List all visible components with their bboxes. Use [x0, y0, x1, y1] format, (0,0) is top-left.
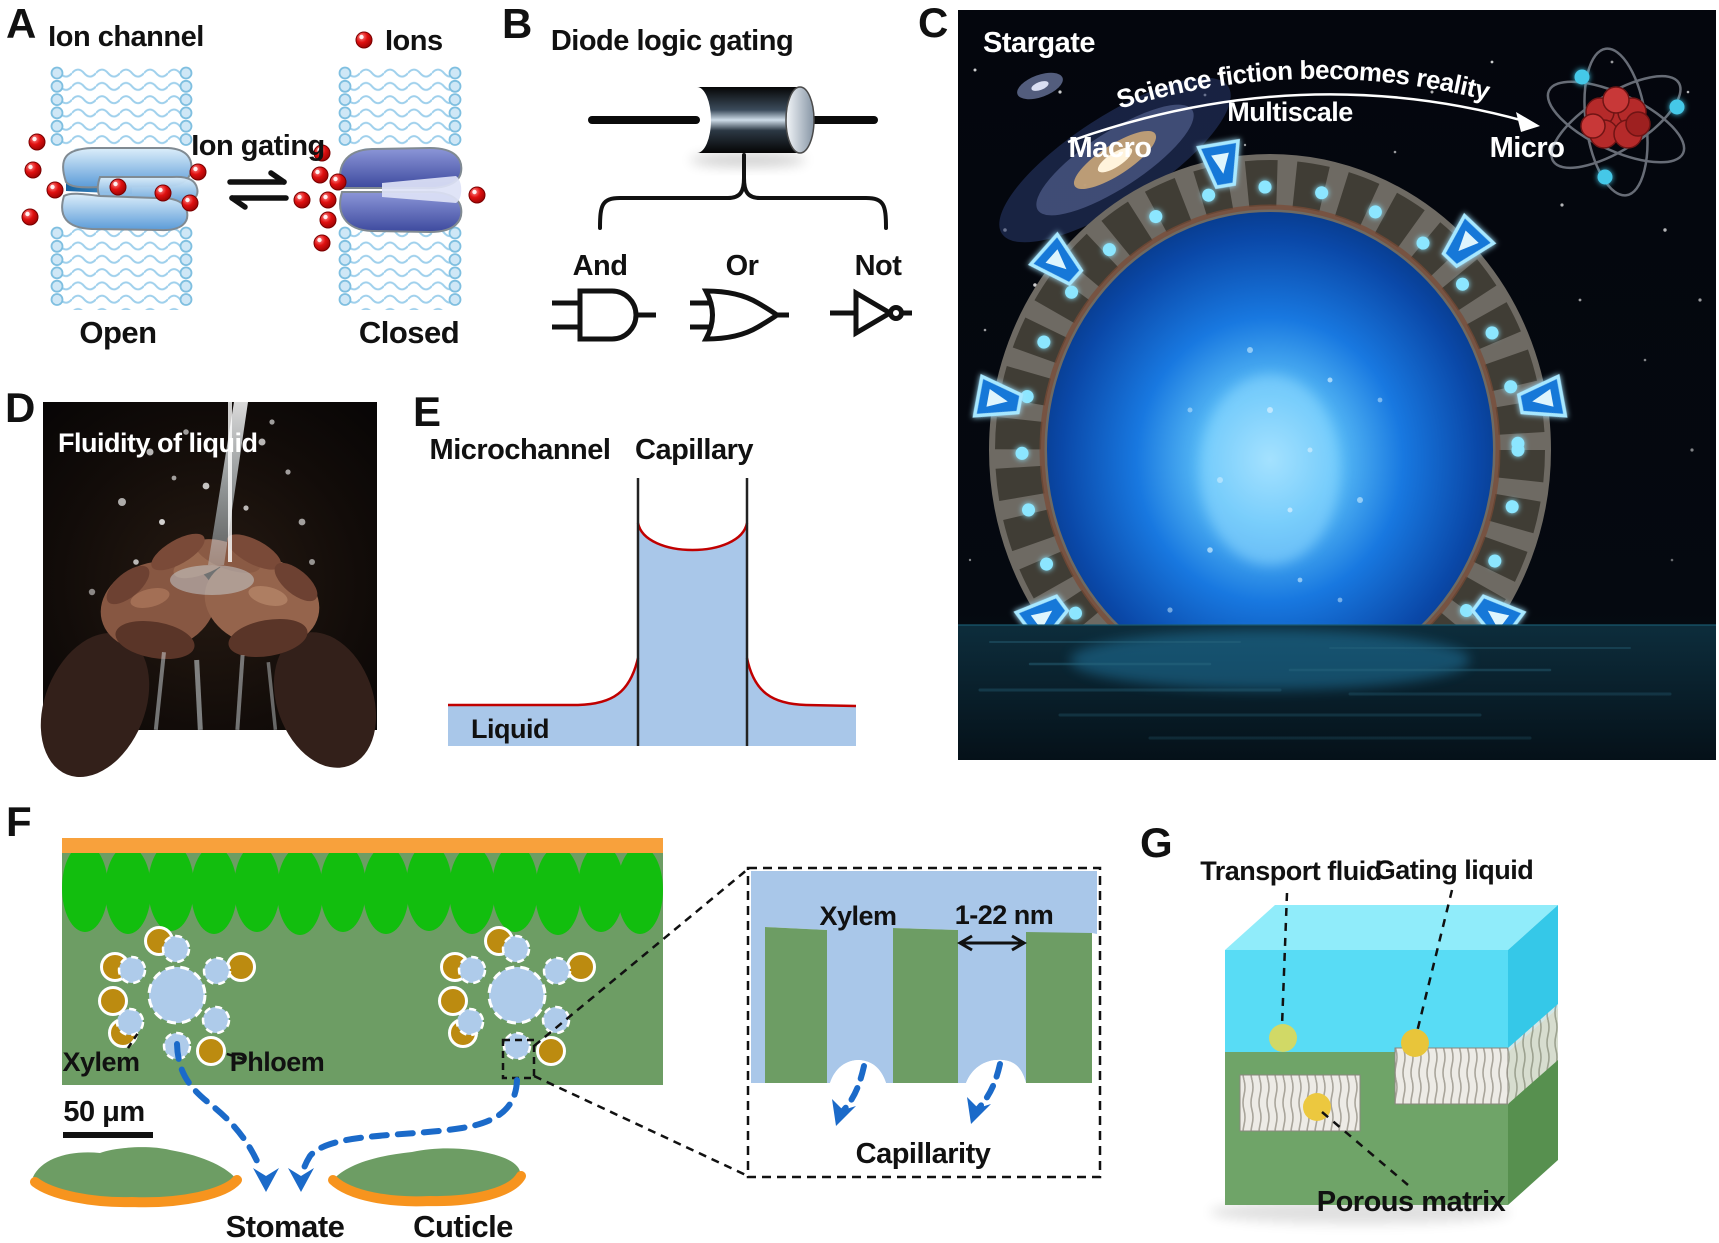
- stargate-label: Stargate: [983, 27, 1095, 59]
- open-label: Open: [79, 315, 156, 350]
- panel-diode-logic: B Diode logic gating And Or Not: [502, 0, 912, 342]
- diode-symbol: [588, 86, 878, 167]
- multiscale-label: Multiscale: [1227, 97, 1353, 127]
- leaf-cross-section: Xylem Phloem: [62, 838, 663, 1085]
- dimension-arrow: [957, 934, 1027, 952]
- gap-dimension-label: 1-22 nm: [955, 900, 1054, 930]
- arrowhead-right: [288, 1168, 314, 1192]
- panel-letter-b: B: [502, 0, 532, 47]
- capillary-label: Capillary: [635, 434, 753, 466]
- multiscale-arrow: [1067, 93, 1540, 144]
- open-ion-channel: [61, 147, 199, 232]
- panel-letter-g: G: [1140, 819, 1173, 866]
- macro-label: Macro: [1069, 132, 1152, 164]
- ions-label: Ions: [385, 25, 443, 57]
- guard-cell-left: [30, 1147, 242, 1208]
- galaxy: [999, 77, 1231, 243]
- ion-gating-label: Ion gating: [191, 130, 325, 162]
- stomate-label: Stomate: [226, 1209, 345, 1243]
- gating-liquid-dot: [1401, 1029, 1429, 1057]
- capillarity-label: Capillarity: [856, 1138, 991, 1170]
- porous-matrix-label: Porous matrix: [1317, 1186, 1506, 1218]
- phloem-label: Phloem: [230, 1047, 325, 1077]
- lipid-bilayer-open: [50, 66, 193, 310]
- porous-stripe-left: [1239, 1074, 1361, 1132]
- ion-channel-title: Ion channel: [48, 21, 204, 53]
- hands-water-photo: Fluidity of liquid: [40, 402, 377, 778]
- porous-stripe-right: [1394, 1047, 1509, 1105]
- guard-cell-right: [328, 1148, 526, 1207]
- ion-legend-icon: [355, 31, 373, 49]
- capillarity-arrows: [839, 1061, 1003, 1115]
- membrane-3d-block: [1210, 905, 1558, 1224]
- not-gate-icon: [830, 288, 912, 338]
- or-gate-icon: [690, 288, 789, 342]
- microchannel-label: Microchannel: [430, 434, 611, 466]
- panel-letter-e: E: [413, 388, 441, 435]
- panel-fluidity: D: [5, 384, 377, 778]
- and-gate-icon: [552, 288, 656, 342]
- scale-bar: [63, 1132, 153, 1138]
- panel-stargate: C Stargate Science fiction becomes reali…: [918, 0, 1716, 760]
- and-label: And: [573, 250, 628, 282]
- cuticle-label: Cuticle: [413, 1209, 513, 1243]
- transport-fluid-top-face: [1225, 905, 1558, 950]
- or-label: Or: [726, 250, 759, 282]
- panel-letter-f: F: [6, 798, 32, 845]
- gating-liquid-label: Gating liquid: [1375, 855, 1533, 885]
- panel-ion-channel: A Ion channel Ions Ion gating: [6, 0, 486, 350]
- panel-letter-a: A: [6, 0, 36, 47]
- fluidity-caption: Fluidity of liquid: [58, 428, 257, 458]
- arrowhead-left: [253, 1168, 279, 1192]
- panel-leaf: F Xylem Phloem 50 μm: [6, 798, 1102, 1243]
- transport-fluid-label: Transport fluid: [1200, 856, 1382, 886]
- equilibrium-arrows-icon: [227, 170, 289, 210]
- transpiration-arrows: [174, 1041, 520, 1179]
- xylem-inset: Xylem 1-22 nm Capillarity: [746, 866, 1102, 1179]
- lipid-bilayer-closed: [338, 66, 462, 310]
- ocean: [958, 624, 1716, 760]
- panel-letter-d: D: [5, 384, 35, 431]
- upper-cuticle-strip: [62, 838, 663, 853]
- inset-xylem-label: Xylem: [819, 901, 896, 931]
- panel-capillary: E Microchannel Capillary Liquid: [413, 388, 857, 746]
- water-droplets: [88, 419, 315, 596]
- panel-gating-membrane: G Transport fluid Gating liquid Porous m…: [1140, 819, 1558, 1224]
- inset-leaders: [533, 868, 749, 1178]
- transport-fluid-front-face: [1225, 950, 1508, 1052]
- g-leader-lines: [1280, 889, 1454, 1186]
- panel-letter-c: C: [918, 0, 948, 46]
- capillary-diagram: Liquid: [448, 478, 857, 746]
- atom-icon: [1546, 47, 1686, 197]
- diode-logic-title: Diode logic gating: [551, 25, 793, 57]
- xylem-label: Xylem: [62, 1047, 139, 1077]
- scale-bar-label: 50 μm: [63, 1096, 144, 1128]
- small-galaxy: [1017, 72, 1063, 100]
- brace: [598, 153, 888, 230]
- falling-streams: [153, 651, 278, 731]
- closed-ion-channel: [339, 146, 463, 234]
- meniscus-curve: [636, 522, 749, 552]
- not-label: Not: [855, 250, 903, 282]
- transport-fluid-dot: [1269, 1024, 1297, 1052]
- closed-label: Closed: [359, 315, 459, 350]
- liquid-label: Liquid: [471, 714, 549, 744]
